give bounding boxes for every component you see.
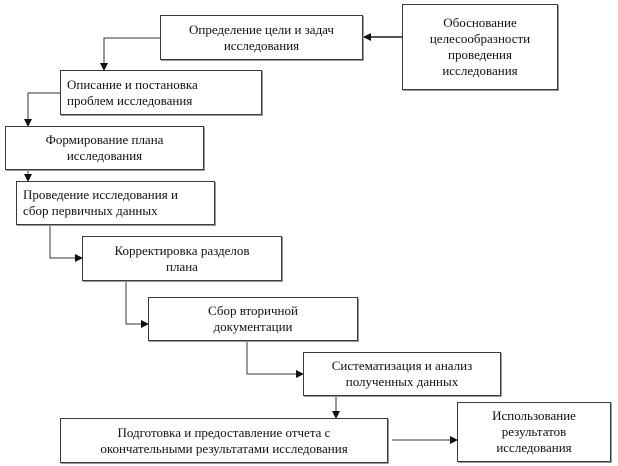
node-text-line: проведения bbox=[448, 47, 512, 62]
node-correction: Корректировка разделов плана bbox=[82, 236, 282, 281]
node-analysis: Систематизация и анализ полученных данны… bbox=[303, 352, 501, 396]
node-text-line: Корректировка разделов bbox=[114, 242, 250, 258]
node-text-line: Подготовка и предоставление отчета с bbox=[117, 424, 331, 440]
node-goals: Определение цели и задач исследования bbox=[160, 15, 363, 60]
edge-goals-problems bbox=[100, 37, 160, 71]
node-text-line: Формирование плана bbox=[45, 132, 164, 147]
node-text-line: результатов bbox=[501, 424, 567, 439]
node-text-line: полученных данных bbox=[345, 374, 459, 389]
node-text-line: плана bbox=[166, 258, 198, 274]
edge-correction-secondary bbox=[125, 281, 149, 328]
node-text-line: окончательными результатами исследования bbox=[100, 440, 348, 456]
edge-secondary-analysis bbox=[246, 341, 304, 378]
node-text-line: Обоснование bbox=[443, 15, 517, 30]
node-text-line: Систематизация и анализ bbox=[331, 358, 473, 373]
node-text-line: проблем исследования bbox=[67, 92, 193, 108]
node-conduct: Проведение исследования и сбор первичных… bbox=[16, 181, 215, 225]
node-usage: Использование результатов исследования bbox=[457, 402, 611, 462]
node-justification: Обоснование целесообразности проведения … bbox=[402, 4, 558, 90]
node-text-line: Использование bbox=[492, 408, 576, 423]
edge-problems-plan bbox=[24, 92, 60, 127]
node-text-line: сбор первичных данных bbox=[23, 203, 158, 218]
node-problems: Описание и постановка проблем исследован… bbox=[60, 70, 262, 115]
node-text-line: исследования bbox=[66, 148, 143, 163]
edge-conduct-correction bbox=[49, 225, 83, 262]
node-report: Подготовка и предоставление отчета с око… bbox=[60, 418, 388, 463]
node-secondary: Сбор вторичной документации bbox=[148, 297, 358, 341]
node-text-line: Описание и постановка bbox=[67, 76, 198, 92]
node-plan: Формирование плана исследования bbox=[5, 126, 204, 170]
node-text-line: исследования bbox=[442, 63, 518, 78]
node-text-line: Проведение исследования и bbox=[23, 187, 178, 202]
node-text-line: исследования bbox=[223, 37, 300, 53]
node-text-line: Определение цели и задач bbox=[189, 21, 334, 37]
node-text-line: целесообразности bbox=[429, 31, 531, 46]
node-text-line: Сбор вторичной bbox=[208, 303, 298, 318]
node-text-line: документации bbox=[213, 319, 293, 334]
node-text-line: исследования bbox=[496, 440, 572, 455]
